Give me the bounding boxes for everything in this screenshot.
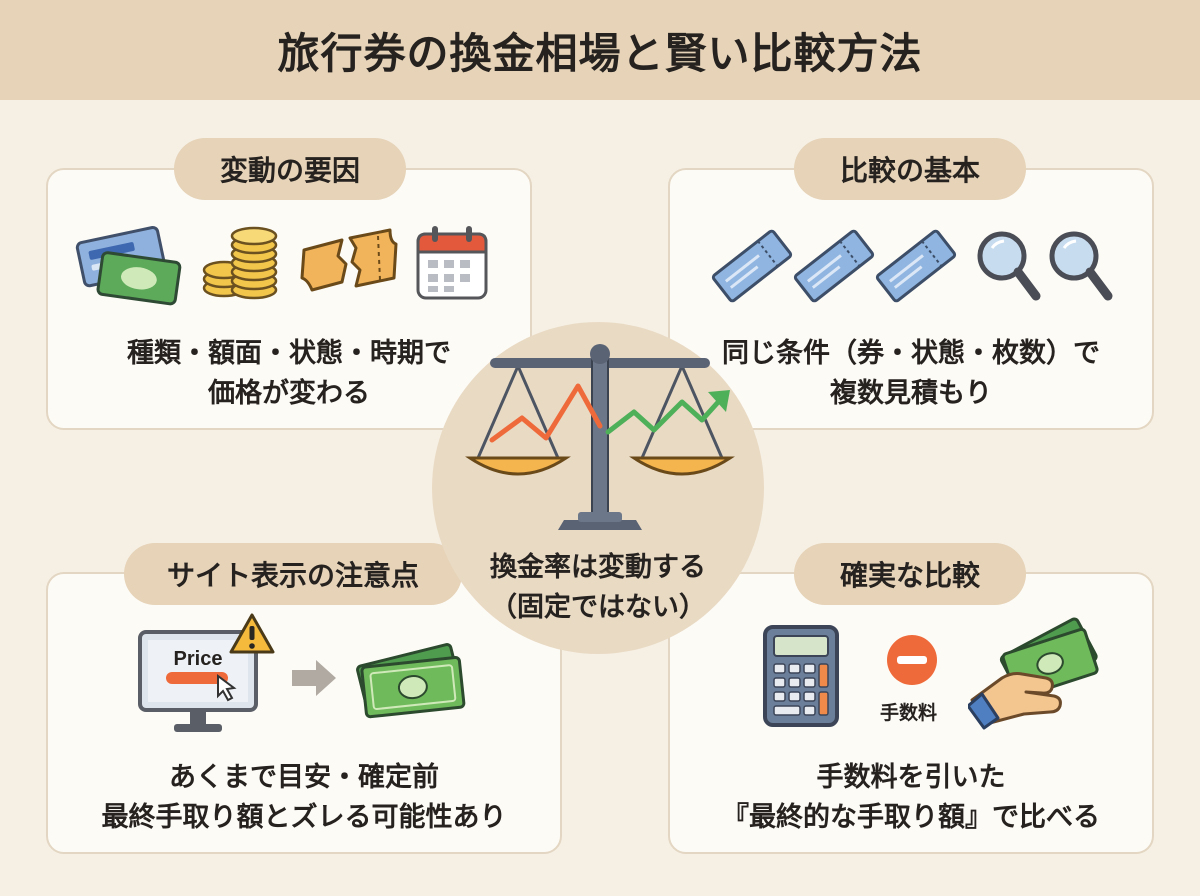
price-label: Price <box>173 648 223 670</box>
trend-line-icon <box>489 383 730 443</box>
description-line-2: 複数見積もり <box>830 378 992 409</box>
header-bar: 旅行券の換金相場と賢い比較方法 <box>0 0 1200 100</box>
heading-fluctuation-factors: 変動の要因 <box>174 138 406 200</box>
description-comparison-basics: 同じ条件（券・状態・枚数）で 複数見積もり <box>668 334 1154 414</box>
description-line-1: 手数料を引いた <box>816 762 1006 793</box>
center-message: 換金率は変動する （固定ではない） <box>440 548 756 628</box>
warning-icon <box>229 613 275 654</box>
ticket-icon <box>711 229 793 303</box>
center-line-2: （固定ではない） <box>490 592 706 623</box>
page-title: 旅行券の換金相場と賢い比較方法 <box>277 28 923 78</box>
ticket-icon <box>875 229 957 303</box>
heading-comparison-basics: 比較の基本 <box>794 138 1026 200</box>
minus-icon <box>887 635 937 685</box>
ticket-icon <box>793 229 875 303</box>
magnifier-icon <box>977 231 1041 301</box>
magnifier-icon <box>1049 231 1113 301</box>
banknotes-icon <box>356 643 466 719</box>
heading-site-display-caution: サイト表示の注意点 <box>124 543 462 605</box>
torn-ticket-icon <box>300 228 398 292</box>
calculator-icon <box>763 625 839 727</box>
description-line-1: あくまで目安・確定前 <box>169 762 439 793</box>
fee-label: 手数料 <box>880 702 938 724</box>
balance-scale-icon <box>465 344 735 530</box>
hand-money-icon <box>968 617 1099 730</box>
description-reliable-comparison: 手数料を引いた 『最終的な手取り額』で比べる <box>668 758 1154 838</box>
description-line-2: 『最終的な手取り額』で比べる <box>722 802 1100 833</box>
description-fluctuation-factors: 種類・額面・状態・時期で 価格が変わる <box>46 334 532 414</box>
description-line-1: 種類・額面・状態・時期で <box>127 338 451 369</box>
card-site-display-caution <box>46 572 562 854</box>
description-line-1: 同じ条件（券・状態・枚数）で <box>722 338 1100 369</box>
card-comparison-basics <box>668 168 1154 430</box>
center-line-1: 換金率は変動する <box>490 552 706 583</box>
tickets-icon <box>75 226 182 306</box>
description-site-display-caution: あくまで目安・確定前 最終手取り額とズレる可能性あり <box>46 758 562 838</box>
heading-reliable-comparison: 確実な比較 <box>794 543 1026 605</box>
description-line-2: 価格が変わる <box>208 378 370 409</box>
calendar-icon <box>416 226 488 300</box>
coins-icon <box>202 226 278 300</box>
description-line-2: 最終手取り額とズレる可能性あり <box>101 802 507 833</box>
arrow-right-icon <box>292 660 336 696</box>
